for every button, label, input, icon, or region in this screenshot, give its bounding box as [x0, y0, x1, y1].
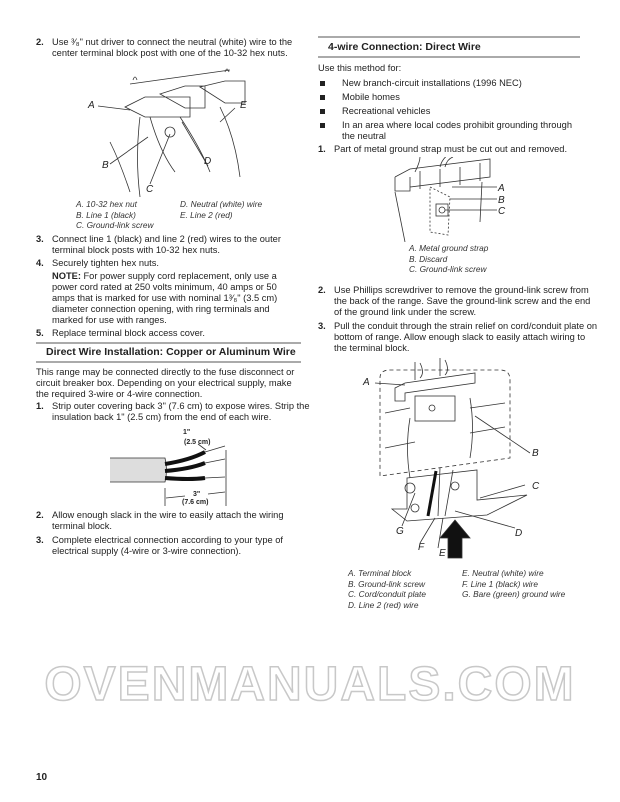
step-text: Replace terminal block access cover. — [52, 328, 205, 338]
dim2-cm: (7.6 cm) — [182, 499, 208, 506]
note-text: For power supply cord replacement, only … — [52, 271, 278, 325]
caption: C. Ground-link screw — [76, 220, 154, 230]
step-3-pull-conduit: 3. Pull the conduit through the strain r… — [318, 321, 599, 354]
caption: E. Line 2 (red) — [180, 209, 233, 220]
section-heading: 4-wire Connection: Direct Wire — [328, 41, 481, 53]
label-b: B — [532, 448, 539, 459]
caption: A. 10-32 hex nut — [76, 199, 137, 209]
step-text: Use Phillips screwdriver to remove the g… — [334, 285, 591, 317]
caption: B. Line 1 (black) — [76, 209, 136, 220]
step-number: 1. — [318, 144, 326, 154]
step-5-replace-cover: 5. Replace terminal block access cover. — [36, 328, 314, 339]
step-2-neutral-wire: 2. Use ³⁄₈" nut driver to connect the ne… — [36, 37, 314, 59]
bullet-square-icon — [320, 123, 325, 128]
step-number: 4. — [36, 258, 44, 268]
bullet-square-icon — [320, 81, 325, 86]
caption: D. Line 2 (red) wire — [348, 599, 419, 610]
step-text: Pull the conduit through the strain reli… — [334, 321, 598, 353]
label-d: D — [204, 156, 211, 167]
step-number: 3. — [36, 234, 44, 244]
bullet-item: Mobile homes — [318, 92, 607, 103]
caption: C. Ground-link screw — [409, 264, 487, 274]
step-text: Allow enough slack in the wire to easily… — [52, 510, 284, 531]
bullet-square-icon — [320, 95, 325, 100]
ground-strap-figure: A B C — [394, 157, 506, 242]
caption: C. Cord/conduit plate — [348, 589, 426, 599]
step-text: Complete electrical connection according… — [52, 535, 283, 556]
label-g: G — [396, 526, 404, 537]
label-b: B — [498, 195, 505, 206]
label-a: A — [362, 377, 370, 388]
fig3-captions-col2: E. Neutral (white) wire F. Line 1 (black… — [462, 568, 565, 600]
bullet-item: New branch-circuit installations (1996 N… — [318, 78, 607, 89]
label-f: F — [418, 542, 425, 553]
bullet-square-icon — [320, 109, 325, 114]
step-number: 2. — [36, 37, 44, 47]
label-c: C — [532, 481, 540, 492]
caption: F. Line 1 (black) wire — [462, 578, 538, 589]
step-number: 5. — [36, 328, 44, 338]
terminal-block-figure: A B C D E — [87, 68, 247, 197]
bullet-text: Mobile homes — [342, 92, 400, 102]
fig1-captions-col1: A. 10-32 hex nut B. Line 1 (black) C. Gr… — [76, 199, 153, 231]
bullet-item: In an area where local codes prohibit gr… — [318, 120, 587, 142]
wire-strip-figure: 1" (2.5 cm) 3" (7.6 cm) — [110, 429, 227, 506]
step-number: 3. — [36, 535, 44, 545]
dim1-inch: 1" — [183, 429, 190, 436]
label-d: D — [515, 528, 522, 539]
step-4-tighten: 4. Securely tighten hex nuts. — [36, 258, 314, 269]
step-text: Securely tighten hex nuts. — [52, 258, 159, 268]
divider — [318, 36, 580, 38]
bullet-text: In an area where local codes prohibit gr… — [342, 120, 572, 141]
direct-wire-intro: This range may be connected directly to … — [36, 367, 295, 399]
page-number: 10 — [36, 772, 48, 783]
step-3-connect-lines: 3. Connect line 1 (black) and line 2 (re… — [36, 234, 314, 256]
bullet-item: Recreational vehicles — [318, 106, 607, 117]
divider — [36, 342, 301, 344]
dw-step-1: 1. Strip outer covering back 3" (7.6 cm)… — [36, 401, 317, 423]
watermark-text: OVENMANUALS.COM — [44, 658, 575, 711]
label-e: E — [240, 100, 247, 111]
caption: A. Terminal block — [348, 568, 412, 578]
section-heading: Direct Wire Installation: Copper or Alum… — [46, 346, 296, 358]
label-c: C — [498, 206, 506, 217]
bullet-text: Recreational vehicles — [342, 106, 431, 116]
conduit-plate-figure: A B C D E F G — [362, 358, 540, 559]
label-b: B — [102, 160, 109, 171]
step-number: 3. — [318, 321, 326, 331]
dim1-cm: (2.5 cm) — [184, 439, 210, 446]
step-number: 2. — [36, 510, 44, 520]
step-number: 2. — [318, 285, 326, 295]
fig3-captions-col1: A. Terminal block B. Ground-link screw C… — [348, 568, 426, 610]
step-text: Use ³⁄₈" nut driver to connect the neutr… — [52, 37, 293, 58]
label-a: A — [497, 183, 505, 194]
caption: D. Neutral (white) wire — [180, 199, 263, 209]
bullet-text: New branch-circuit installations (1996 N… — [342, 78, 522, 88]
caption: B. Discard — [409, 253, 448, 264]
label-e: E — [439, 548, 446, 559]
note: NOTE: For power supply cord replacement,… — [52, 271, 302, 326]
dw-step-3: 3. Complete electrical connection accord… — [36, 535, 314, 557]
fig2-captions: A. Metal ground strap B. Discard C. Grou… — [409, 243, 488, 275]
caption: G. Bare (green) ground wire — [462, 589, 566, 599]
caption: A. Metal ground strap — [409, 243, 489, 253]
method-intro: Use this method for: — [318, 63, 402, 73]
caption: B. Ground-link screw — [348, 578, 426, 589]
step-1-ground-strap: 1. Part of metal ground strap must be cu… — [318, 144, 599, 155]
caption: E. Neutral (white) wire — [462, 568, 544, 578]
step-text: Strip outer covering back 3" (7.6 cm) to… — [52, 401, 310, 422]
step-text: Connect line 1 (black) and line 2 (red) … — [52, 234, 281, 255]
divider — [318, 56, 580, 58]
step-2-remove-screw: 2. Use Phillips screwdriver to remove th… — [318, 285, 599, 318]
label-a: A — [87, 100, 95, 111]
step-number: 1. — [36, 401, 44, 411]
step-text: Part of metal ground strap must be cut o… — [334, 144, 568, 154]
note-label: NOTE: — [52, 271, 81, 281]
divider — [36, 361, 301, 363]
dim2-inch: 3" — [193, 491, 200, 498]
dw-step-2: 2. Allow enough slack in the wire to eas… — [36, 510, 314, 532]
label-c: C — [146, 184, 154, 195]
fig1-captions-col2: D. Neutral (white) wire E. Line 2 (red) — [180, 199, 262, 220]
